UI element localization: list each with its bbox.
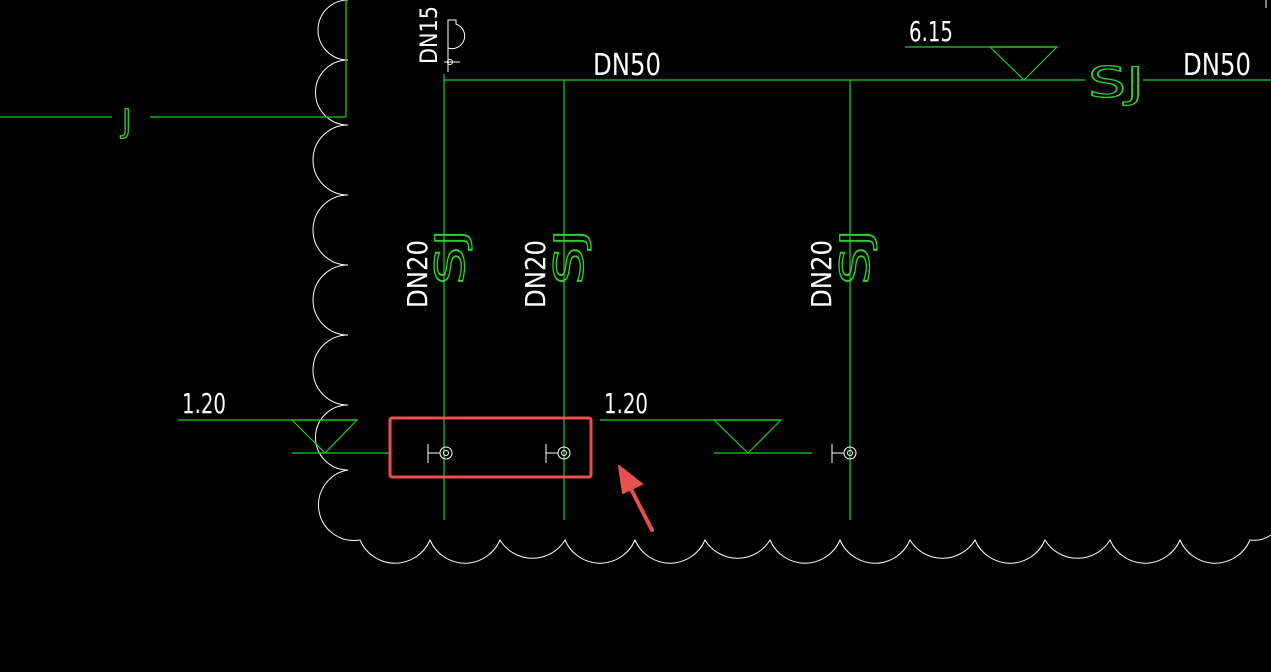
label-level-top: 6.15 [909,15,953,48]
label-level-mid: 1.20 [604,387,648,420]
faucet-icon [444,19,466,72]
label-main-dn50: DN50 [593,48,661,83]
label-sj-main: SJ [1088,58,1144,107]
valve-icon [831,444,857,463]
label-level-left: 1.20 [182,387,226,420]
valve-icon [545,444,571,463]
revision-cloud [312,0,1271,564]
level-marker-icon [905,46,1059,81]
label-sj-branch-2: SJ [547,229,593,285]
level-marker-mid [600,419,812,454]
highlight-box [388,416,593,479]
label-branch-2: DN20 [519,240,552,308]
label-j-left: J [120,102,131,140]
label-sj-branch-3: SJ [833,229,879,285]
level-marker-left [178,419,390,454]
valve-icon [427,444,453,463]
label-dn15: DN15 [415,6,443,64]
label-branch-3: DN20 [805,240,838,308]
label-branch-1: DN20 [401,240,434,308]
label-sj-branch-1: SJ [428,229,474,285]
callout-arrow-icon [618,465,654,532]
label-main-dn50-right: DN50 [1183,48,1251,83]
